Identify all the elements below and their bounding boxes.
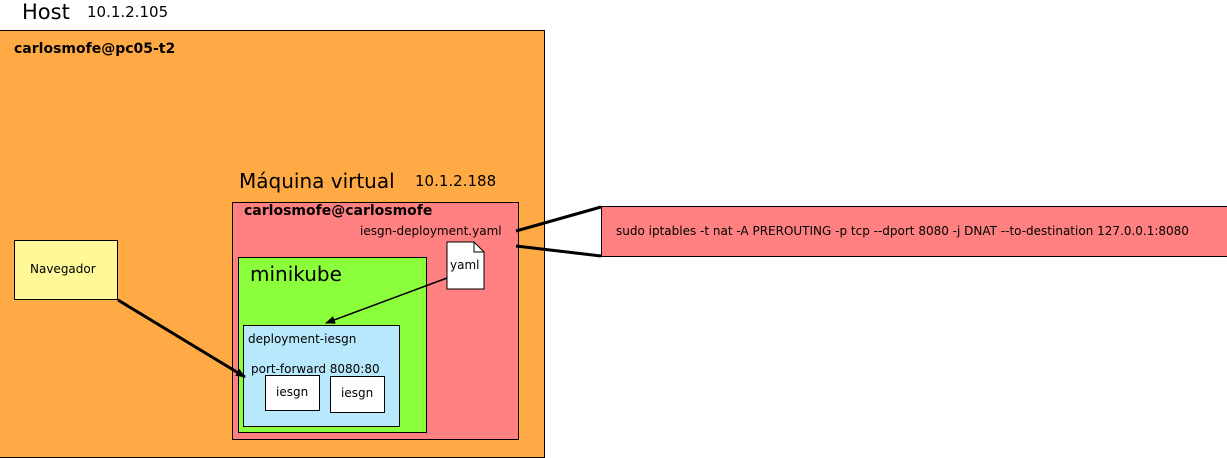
browser-to-deployment-arrow (117, 298, 246, 379)
callout-connector-bottom (515, 244, 602, 258)
yaml-to-deployment-arrow (325, 277, 448, 324)
deployment-label: deployment-iesgn (248, 332, 357, 346)
minikube-label: minikube (250, 262, 342, 286)
vm-user: carlosmofe@carlosmofe (244, 203, 433, 219)
host-ip: 10.1.2.105 (87, 3, 169, 21)
browser-box (14, 240, 118, 300)
vm-title: Máquina virtual (239, 169, 395, 193)
yaml-filename: iesgn-deployment.yaml (360, 224, 502, 238)
pod-box (330, 376, 385, 413)
port-forward-label: port-forward 8080:80 (251, 362, 380, 376)
pod-box (265, 375, 320, 411)
callout-connector-top (515, 205, 602, 233)
command-callout-text: sudo iptables -t nat -A PREROUTING -p tc… (616, 224, 1189, 238)
yaml-document-label: yaml (450, 258, 480, 272)
pod-label: iesgn (341, 386, 374, 400)
host-user: carlosmofe@pc05-t2 (14, 41, 176, 57)
yaml-document-icon (446, 241, 485, 290)
pod-label: iesgn (276, 385, 309, 399)
host-title: Host (22, 0, 70, 24)
browser-label: Navegador (30, 262, 96, 276)
command-callout-box (601, 206, 1227, 257)
vm-ip: 10.1.2.188 (415, 172, 497, 190)
